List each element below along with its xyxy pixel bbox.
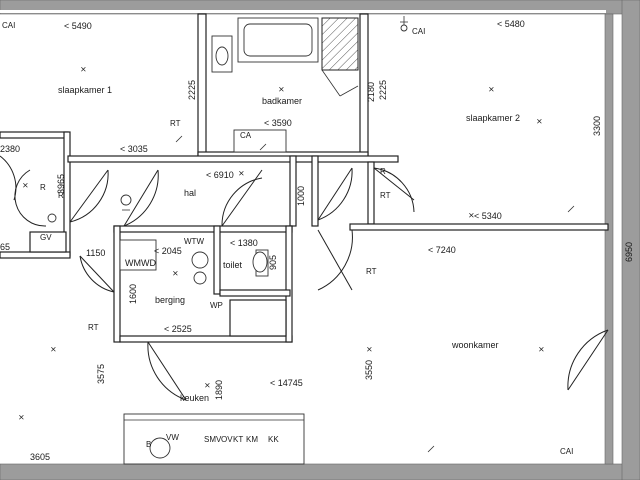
- ceiling-light-icon: ⨯: [536, 117, 543, 126]
- label-km: KM: [246, 435, 258, 444]
- label-rt-woonkamer: RT: [366, 267, 377, 276]
- label-smv: SMV: [204, 435, 222, 444]
- ceiling-light-icon: ⨯: [18, 413, 25, 422]
- dim-14745: < 14745: [270, 378, 303, 388]
- room-woonkamer: woonkamer: [451, 340, 499, 350]
- ceiling-light-icon: ⨯: [204, 381, 211, 390]
- dim-2225-left: 2225: [187, 80, 197, 100]
- dim-2045: < 2045: [154, 246, 182, 256]
- label-ca: CA: [240, 131, 252, 140]
- dim-2225-right: 2225: [378, 80, 388, 100]
- label-rt-hal: RT: [170, 119, 181, 128]
- label-vw: VW: [166, 433, 179, 442]
- dim-3035: < 3035: [120, 144, 148, 154]
- room-toilet: toilet: [223, 260, 243, 270]
- dim-3965: 3965: [56, 174, 66, 194]
- ceiling-light-icon: ⨯: [80, 65, 87, 74]
- dim-3300: 3300: [592, 116, 602, 136]
- label-r-2: R: [58, 191, 64, 200]
- label-rt-slaapkamer2: RT: [380, 191, 391, 200]
- toilet-bowl: [252, 249, 269, 277]
- label-cai-bottom-right: CAI: [560, 447, 573, 456]
- shower-tray: [321, 17, 359, 71]
- label-b: B: [146, 440, 151, 449]
- interior-walls: [0, 13, 609, 343]
- dim-3575: 3575: [96, 364, 106, 384]
- ceiling-light-icon: ⨯: [50, 345, 57, 354]
- ceiling-light-icon: ⨯: [366, 345, 373, 354]
- label-rt-berging: RT: [88, 323, 99, 332]
- ceiling-light-icon: ⨯: [172, 269, 179, 278]
- dim-7240: < 7240: [428, 245, 456, 255]
- door-swings: [0, 155, 609, 401]
- label-ov: OV: [221, 435, 233, 444]
- bath-tub: [237, 17, 319, 63]
- dim-3590: < 3590: [264, 118, 292, 128]
- dim-2380: 2380: [0, 144, 20, 154]
- room-hal: hal: [184, 188, 196, 198]
- dim-1380: < 1380: [230, 238, 258, 248]
- room-wmwd: WMWD: [125, 258, 156, 268]
- dim-1000: 1000: [296, 186, 306, 206]
- room-slaapkamer-2: slaapkamer 2: [466, 113, 520, 123]
- kitchen-counter: [123, 413, 305, 465]
- washing-machine: [119, 239, 209, 285]
- dim-5490: < 5490: [64, 21, 92, 31]
- ca-cabinet: [233, 129, 287, 153]
- label-gv: GV: [40, 233, 52, 242]
- dim-6950: 6950: [624, 242, 634, 262]
- room-slaapkamer-1: slaapkamer 1: [58, 85, 112, 95]
- dim-1150: 1150: [86, 248, 105, 258]
- dim-65: 65: [0, 242, 10, 252]
- electrical-glyphs: [47, 16, 575, 453]
- dim-1890: 1890: [214, 380, 224, 400]
- ceiling-light-icons: ⨯ ⨯ ⨯ ⨯ ⨯ ⨯ ⨯ ⨯ ⨯ ⨯ ⨯ ⨯ ⨯: [18, 65, 545, 422]
- room-labels: slaapkamer 1 slaapkamer 2 badkamer hal t…: [58, 85, 520, 403]
- dim-3605: 3605: [30, 452, 50, 462]
- ceiling-light-icon: ⨯: [538, 345, 545, 354]
- dim-905: 905: [268, 255, 278, 270]
- room-berging: berging: [155, 295, 185, 305]
- label-cai-top-left: CAI: [2, 21, 15, 30]
- label-kt: KT: [233, 435, 243, 444]
- room-keuken: keuken: [180, 393, 209, 403]
- thermostat-icon: [120, 194, 132, 211]
- ceiling-light-icon: ⨯: [488, 85, 495, 94]
- dim-2525: < 2525: [164, 324, 192, 334]
- socket-icon: [400, 16, 408, 32]
- label-r-1: R: [40, 183, 46, 192]
- dim-1600: 1600: [128, 284, 138, 304]
- smoke-detector-icon: [47, 213, 57, 223]
- dim-3550: 3550: [364, 360, 374, 380]
- dim-2180: 2180: [366, 82, 376, 102]
- symbol-labels: CAI CAI CAI RT RT RT RT R R R CA GV WTW …: [2, 21, 573, 456]
- ceiling-light-icon: ⨯: [238, 169, 245, 178]
- ceiling-light-icon: ⨯: [22, 181, 29, 190]
- label-r-3: R: [380, 167, 386, 176]
- label-cai-top-right: CAI: [412, 27, 425, 36]
- ceiling-light-icon: ⨯: [278, 85, 285, 94]
- label-wtw: WTW: [184, 237, 204, 246]
- label-kk: KK: [268, 435, 279, 444]
- switch-icon: [175, 135, 575, 453]
- label-wp: WP: [210, 301, 223, 310]
- dimension-labels: < 5490 < 5480 < 3590 2380 < 3035 < 6910 …: [0, 19, 634, 462]
- ceiling-light-icon: ⨯: [468, 211, 475, 220]
- washbasin-bathroom: [211, 35, 233, 73]
- dim-6910: < 6910: [206, 170, 234, 180]
- room-badkamer: badkamer: [262, 96, 302, 106]
- dim-5480: < 5480: [497, 19, 525, 29]
- dim-5340: < 5340: [474, 211, 502, 221]
